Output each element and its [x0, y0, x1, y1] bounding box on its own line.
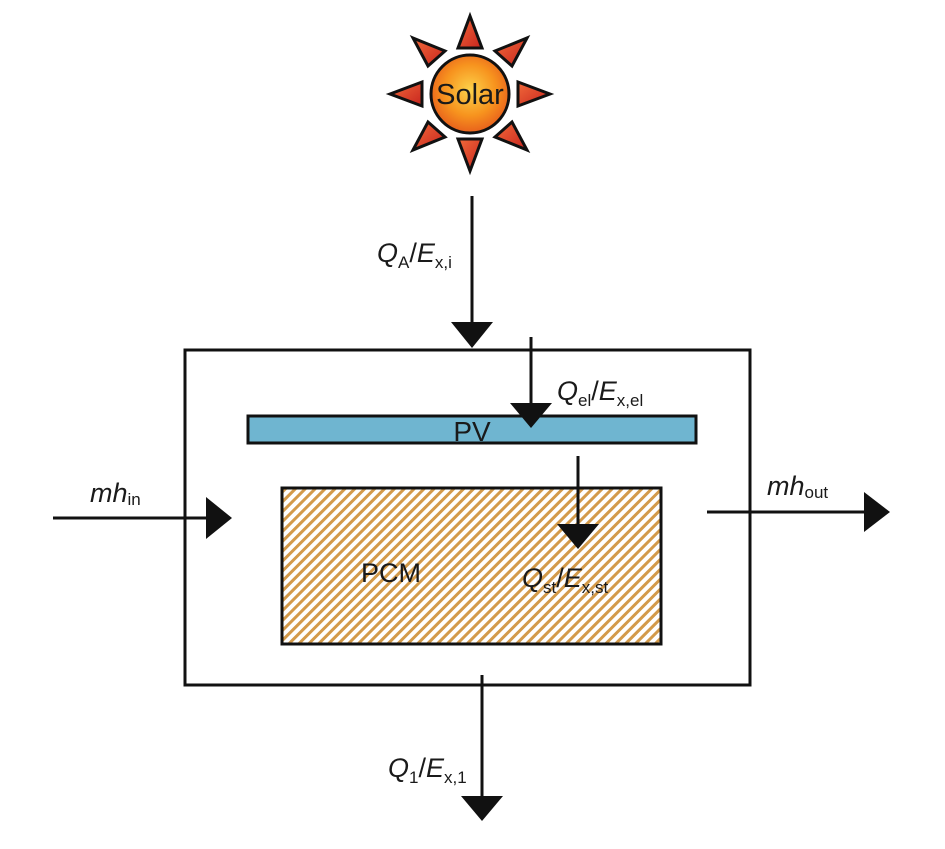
solar-input-arrow	[451, 196, 493, 348]
sun-ray	[409, 35, 448, 69]
solar-input-label: QA/Ex,i	[377, 238, 452, 272]
loss-label: Q1/Ex,1	[388, 753, 467, 787]
sun-ray	[409, 119, 448, 153]
mass-out-label: mhout	[767, 471, 828, 502]
sun-core	[429, 53, 511, 135]
electric-output-arrow	[510, 337, 552, 428]
sun-ray	[455, 137, 485, 176]
pv-panel	[246, 414, 698, 445]
sun-ray	[492, 35, 531, 69]
sun-ray	[516, 79, 555, 109]
sun-ray	[492, 119, 531, 153]
sun-label: Solar	[436, 79, 504, 111]
mass-in-label: mhin	[90, 478, 141, 509]
pcm-label: PCM	[361, 558, 421, 588]
mass-in-arrow	[53, 497, 232, 539]
sun-ray	[455, 11, 485, 50]
pcm-block	[280, 486, 663, 646]
sun-icon: Solar	[385, 11, 555, 176]
mass-out-arrow	[707, 492, 890, 532]
storage-arrow	[557, 456, 599, 549]
electric-output-label: Qel/Ex,el	[557, 376, 643, 410]
pv-label: PV	[453, 416, 491, 447]
storage-label: Qst/Ex,st	[522, 563, 609, 597]
sun-ray	[385, 79, 424, 109]
loss-arrow	[461, 675, 503, 821]
